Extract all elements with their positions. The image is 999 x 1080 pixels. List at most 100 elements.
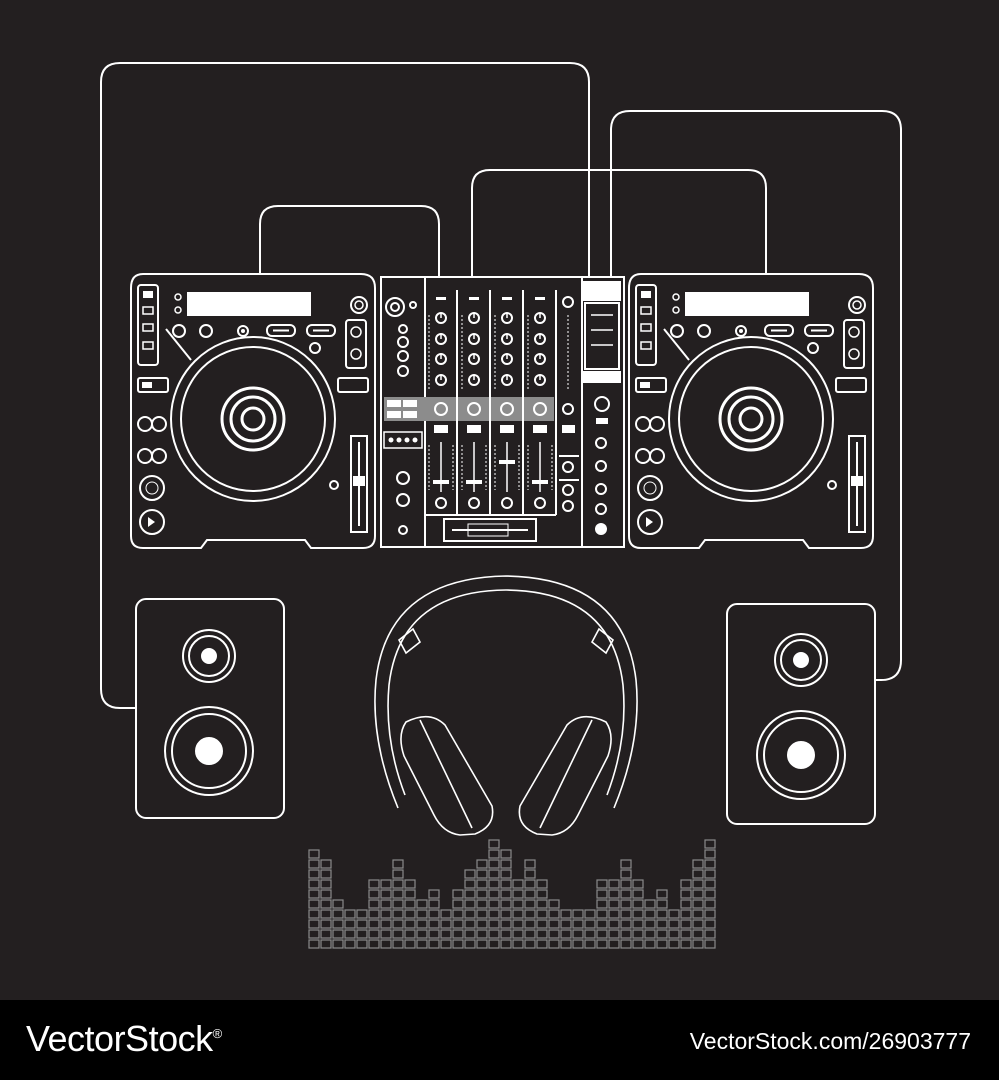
equalizer-cell (620, 879, 632, 889)
equalizer-cell (464, 909, 476, 919)
cd-player-icon (129, 272, 377, 550)
equalizer-cell (368, 899, 380, 909)
equalizer-cell (524, 869, 536, 879)
equalizer-cell (380, 899, 392, 909)
equalizer-cell (320, 879, 332, 889)
equalizer-cell (416, 909, 428, 919)
equalizer-cell (404, 879, 416, 889)
equalizer-cell (308, 899, 320, 909)
equalizer-cell (680, 919, 692, 929)
equalizer-cell (392, 889, 404, 899)
equalizer-cell (356, 939, 368, 949)
equalizer-cell (404, 929, 416, 939)
equalizer-cell (596, 919, 608, 929)
equalizer-cell (548, 919, 560, 929)
equalizer-cell (368, 919, 380, 929)
equalizer-cell (632, 879, 644, 889)
equalizer-cell (692, 939, 704, 949)
equalizer-cell (572, 909, 584, 919)
cable-icon (610, 110, 902, 681)
equalizer-cell (476, 919, 488, 929)
equalizer-cell (428, 929, 440, 939)
equalizer-cell (632, 919, 644, 929)
equalizer-cell (500, 849, 512, 859)
equalizer-cell (488, 919, 500, 929)
equalizer-cell (632, 939, 644, 949)
equalizer-cell (536, 889, 548, 899)
headphones-icon (374, 575, 638, 836)
equalizer-cell (428, 899, 440, 909)
equalizer-cell (680, 939, 692, 949)
equalizer-cell (608, 909, 620, 919)
equalizer-cell (356, 909, 368, 919)
equalizer-cell (560, 909, 572, 919)
equalizer-cell (572, 939, 584, 949)
equalizer-cell (476, 909, 488, 919)
equalizer-cell (620, 909, 632, 919)
equalizer-cell (332, 939, 344, 949)
equalizer-icon (308, 839, 716, 949)
equalizer-cell (620, 859, 632, 869)
equalizer-cell (512, 879, 524, 889)
equalizer-cell (344, 919, 356, 929)
equalizer-cell (584, 929, 596, 939)
equalizer-cell (464, 879, 476, 889)
equalizer-cell (488, 879, 500, 889)
equalizer-cell (608, 899, 620, 909)
equalizer-cell (440, 929, 452, 939)
equalizer-cell (392, 939, 404, 949)
equalizer-cell (548, 899, 560, 909)
equalizer-cell (500, 899, 512, 909)
equalizer-cell (308, 879, 320, 889)
equalizer-cell (308, 869, 320, 879)
equalizer-cell (596, 929, 608, 939)
equalizer-cell (620, 899, 632, 909)
cable-icon (100, 62, 590, 709)
mixer-channel (494, 297, 520, 509)
equalizer-cell (584, 909, 596, 919)
equalizer-cell (332, 929, 344, 939)
equalizer-cell (632, 899, 644, 909)
equalizer-cell (440, 909, 452, 919)
equalizer-cell (692, 869, 704, 879)
equalizer-cell (320, 919, 332, 929)
equalizer-cell (620, 919, 632, 929)
equalizer-cell (476, 939, 488, 949)
equalizer-cell (464, 929, 476, 939)
equalizer-cell (452, 889, 464, 899)
equalizer-cell (428, 909, 440, 919)
equalizer-cell (464, 869, 476, 879)
equalizer-cell (536, 939, 548, 949)
mixer-channel (428, 297, 454, 509)
equalizer-cell (680, 929, 692, 939)
equalizer-cell (488, 939, 500, 949)
equalizer-cell (344, 909, 356, 919)
equalizer-cell (608, 889, 620, 899)
equalizer-cell (656, 909, 668, 919)
equalizer-cell (524, 909, 536, 919)
equalizer-cell (596, 939, 608, 949)
equalizer-cell (500, 939, 512, 949)
equalizer-cell (608, 919, 620, 929)
equalizer-cell (416, 939, 428, 949)
equalizer-cell (476, 879, 488, 889)
equalizer-cell (680, 879, 692, 889)
equalizer-cell (656, 939, 668, 949)
equalizer-cell (656, 919, 668, 929)
equalizer-cell (524, 899, 536, 909)
equalizer-cell (632, 889, 644, 899)
equalizer-cell (524, 939, 536, 949)
equalizer-cell (392, 899, 404, 909)
equalizer-cell (644, 909, 656, 919)
equalizer-cell (464, 889, 476, 899)
cable-icon (259, 205, 440, 276)
equalizer-cell (452, 929, 464, 939)
equalizer-cell (380, 929, 392, 939)
equalizer-cell (560, 929, 572, 939)
equalizer-cell (344, 939, 356, 949)
equalizer-cell (704, 859, 716, 869)
mixer-channel (527, 297, 553, 509)
equalizer-cell (548, 909, 560, 919)
speaker-icon (726, 603, 876, 825)
